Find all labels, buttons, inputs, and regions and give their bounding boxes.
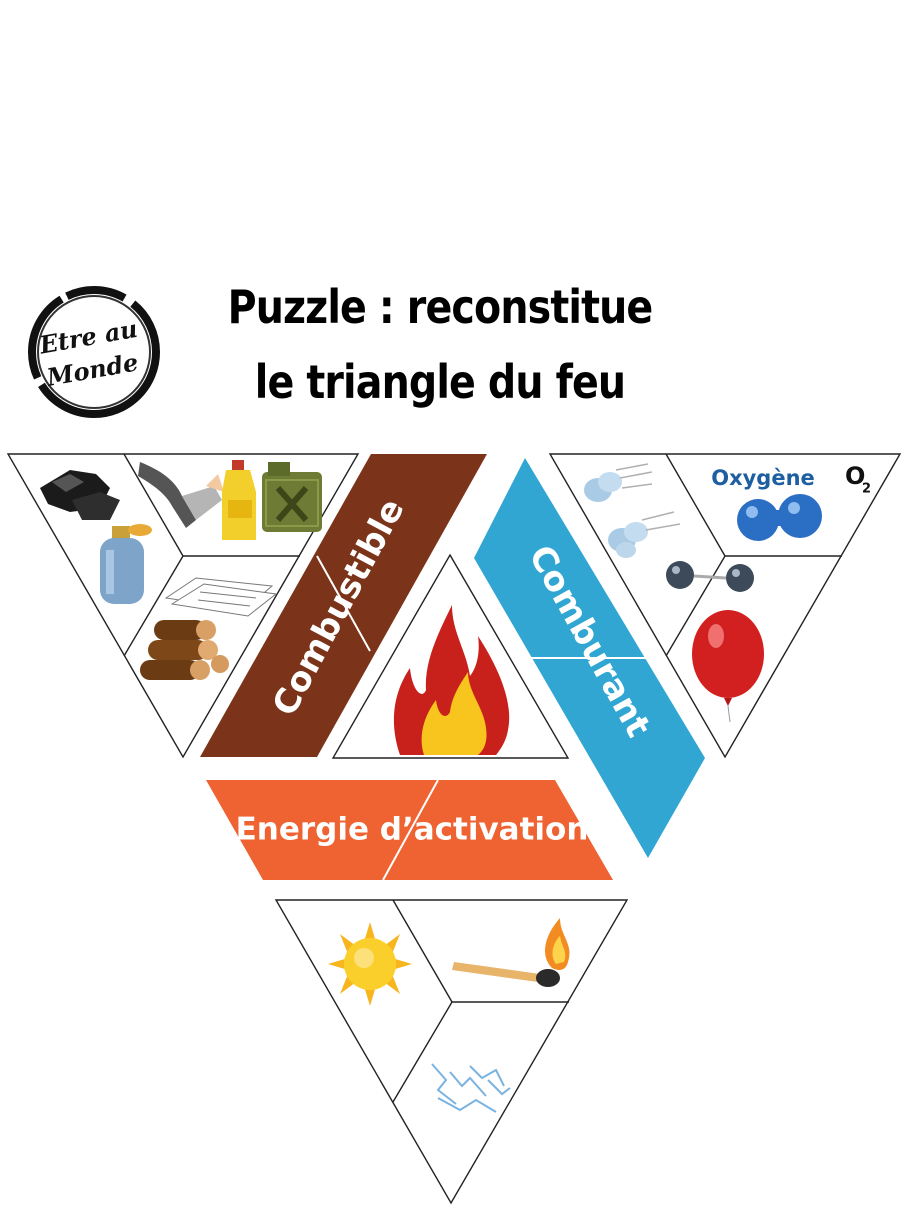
- logo: Etre au Monde: [28, 286, 160, 418]
- paper-icon: [164, 577, 278, 617]
- wind-icon: [584, 463, 681, 558]
- oxygen-formula-sub: 2: [862, 482, 871, 497]
- oxygen-formula: O: [845, 462, 865, 490]
- sun-icon: [328, 922, 412, 1006]
- electric-spark-icon: [431, 1063, 511, 1113]
- fuel-pump-icon: [138, 462, 224, 528]
- match-icon: [452, 918, 570, 987]
- energy-pieces: [274, 899, 629, 1205]
- logs-icon: [140, 620, 229, 680]
- oil-bottle-icon: [222, 460, 256, 540]
- page-title-line2: le triangle du feu: [254, 355, 626, 409]
- energie-band[interactable]: Energie d’activation: [206, 779, 613, 881]
- flame-piece[interactable]: [331, 553, 570, 759]
- balloon-icon: [692, 610, 764, 723]
- oxygene-label: Oxygène: [711, 466, 815, 490]
- flame-icon: [393, 605, 510, 755]
- energie-label: Energie d’activation: [236, 812, 589, 848]
- gas-bottle-icon: [100, 524, 152, 604]
- page-title-line1: Puzzle : reconstitue: [227, 280, 654, 334]
- charcoal-icon: [40, 470, 120, 520]
- oxygen-molecule-icon: [666, 494, 822, 592]
- energy-piece-outer[interactable]: [274, 899, 629, 1205]
- jerrycan-icon: [262, 462, 322, 532]
